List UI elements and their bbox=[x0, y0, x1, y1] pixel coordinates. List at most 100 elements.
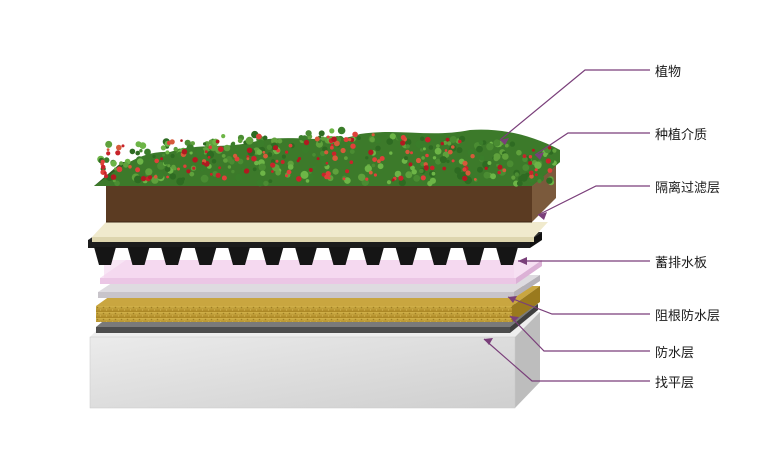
flower bbox=[345, 169, 350, 174]
foliage-leaf bbox=[300, 170, 309, 179]
foliage-leaf bbox=[266, 144, 273, 150]
foliage-leaf bbox=[312, 165, 317, 170]
foliage-leaf bbox=[267, 152, 273, 157]
flower bbox=[135, 167, 141, 173]
foliage-leaf bbox=[431, 171, 436, 176]
foliage-leaf bbox=[432, 156, 437, 160]
flower bbox=[218, 166, 222, 170]
foliage-leaf bbox=[260, 170, 266, 176]
flower bbox=[270, 162, 276, 168]
foliage-leaf bbox=[163, 161, 168, 165]
foliage-leaf bbox=[169, 173, 177, 180]
foliage-leaf bbox=[506, 160, 514, 168]
foliage-leaf bbox=[235, 148, 239, 152]
flower bbox=[297, 157, 302, 161]
flower bbox=[547, 168, 553, 173]
flower bbox=[534, 173, 538, 177]
foliage-leaf bbox=[365, 156, 369, 160]
foliage-leaf bbox=[144, 148, 151, 156]
flower bbox=[528, 161, 533, 165]
foliage-leaf bbox=[337, 126, 346, 135]
flower bbox=[368, 149, 374, 155]
foliage-leaf bbox=[389, 133, 396, 140]
foliage-leaf bbox=[148, 158, 152, 162]
filter-layer bbox=[92, 222, 548, 242]
flower bbox=[462, 160, 468, 166]
drainage-cup bbox=[261, 247, 284, 265]
foliage-leaf bbox=[345, 141, 351, 147]
foliage-leaf bbox=[421, 156, 425, 160]
foliage-leaf bbox=[499, 159, 507, 167]
foliage-leaf bbox=[223, 158, 228, 163]
label-filter-layer: 隔离过滤层 bbox=[655, 181, 721, 196]
flower bbox=[233, 153, 238, 158]
flower bbox=[166, 175, 170, 179]
flower bbox=[316, 157, 320, 161]
flower bbox=[186, 169, 191, 174]
foliage-leaf bbox=[312, 153, 316, 157]
flower bbox=[251, 155, 257, 162]
foliage-leaf bbox=[203, 142, 207, 146]
foliage-leaf bbox=[447, 141, 452, 146]
flower bbox=[148, 175, 153, 180]
flower bbox=[473, 178, 477, 181]
flower bbox=[377, 159, 381, 164]
flower bbox=[106, 151, 111, 156]
foliage-leaf bbox=[305, 130, 312, 137]
foliage-leaf bbox=[270, 159, 276, 164]
foliage-leaf bbox=[152, 154, 156, 159]
foliage-leaf bbox=[394, 170, 402, 178]
flower bbox=[405, 149, 410, 155]
flower bbox=[330, 143, 334, 147]
flower bbox=[462, 167, 467, 172]
foliage-leaf bbox=[415, 140, 424, 149]
foliage-leaf bbox=[476, 145, 483, 153]
foliage-leaf bbox=[112, 179, 116, 183]
flower bbox=[547, 146, 552, 150]
leader-lines bbox=[483, 69, 650, 382]
foliage-leaf bbox=[502, 153, 509, 160]
foliage-leaf bbox=[263, 180, 269, 187]
drainage-cup bbox=[496, 247, 518, 265]
foliage-leaf bbox=[439, 156, 447, 164]
leader-filter bbox=[537, 185, 650, 216]
flower bbox=[465, 170, 471, 176]
foliage-leaf bbox=[256, 139, 265, 148]
flower bbox=[177, 167, 180, 171]
flower bbox=[365, 177, 369, 181]
foliage-leaf bbox=[419, 168, 424, 174]
leader-leveling bbox=[483, 338, 650, 382]
drainage-cup bbox=[462, 247, 485, 265]
foliage-leaf bbox=[424, 174, 432, 182]
drainage-cup bbox=[362, 247, 384, 265]
foliage-leaf bbox=[252, 167, 257, 172]
flower bbox=[451, 159, 455, 163]
leader-arrowheads bbox=[484, 138, 547, 345]
flower bbox=[140, 175, 147, 182]
foliage-leaf bbox=[237, 138, 243, 144]
flower bbox=[288, 143, 293, 148]
flower bbox=[502, 168, 507, 173]
foliage-leaf bbox=[134, 175, 142, 184]
foliage-leaf bbox=[171, 164, 176, 170]
flower bbox=[442, 166, 447, 171]
foliage-leaf bbox=[479, 155, 485, 161]
flower bbox=[103, 171, 107, 175]
flower bbox=[209, 172, 213, 176]
drainage-cup bbox=[395, 247, 418, 265]
foliage-leaf bbox=[525, 172, 530, 177]
flower bbox=[262, 150, 266, 154]
foliage-leaf bbox=[386, 138, 394, 145]
flower bbox=[208, 145, 212, 150]
flower bbox=[326, 135, 330, 139]
flower bbox=[100, 164, 106, 170]
foliage-leaf bbox=[435, 158, 442, 165]
foliage-leaf bbox=[428, 145, 434, 150]
drainage-cup bbox=[429, 247, 451, 265]
foliage-leaf bbox=[493, 155, 500, 162]
flower bbox=[497, 170, 502, 175]
foliage-leaf bbox=[190, 141, 195, 146]
foliage-leaf bbox=[516, 149, 522, 156]
flower bbox=[296, 176, 302, 182]
foliage-leaf bbox=[511, 175, 516, 180]
